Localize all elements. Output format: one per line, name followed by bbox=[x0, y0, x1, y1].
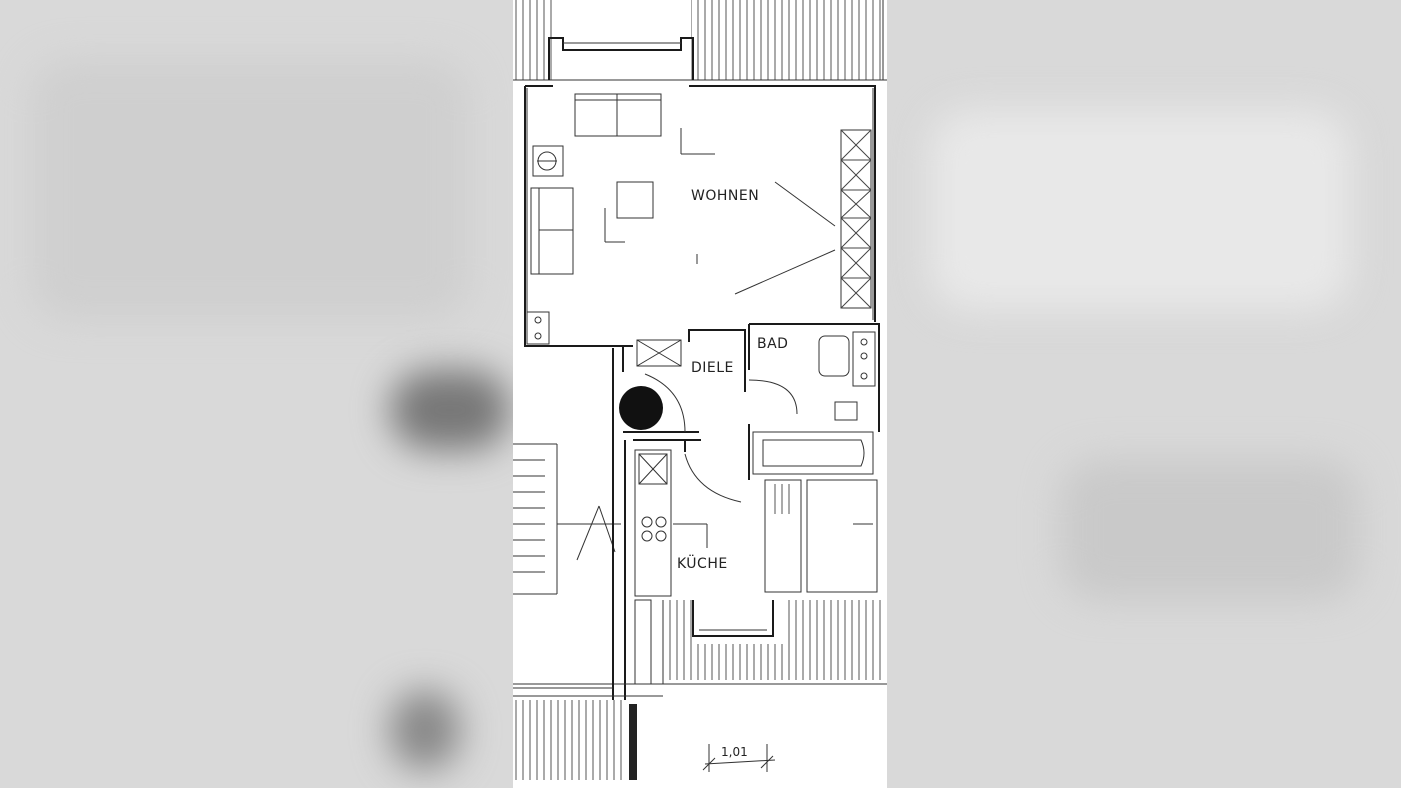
storage-niche-hatch bbox=[769, 484, 793, 514]
kitchen-bay-window bbox=[692, 600, 774, 637]
kitchen-walls bbox=[624, 439, 701, 700]
bottom-left-hatch bbox=[513, 700, 625, 780]
roof-hatch-bottom-right bbox=[783, 600, 883, 680]
dark-wall-segment bbox=[629, 704, 637, 780]
room-label-hall: DIELE bbox=[691, 360, 734, 376]
kitchen-counter bbox=[634, 449, 672, 597]
background-blur-dark-left bbox=[390, 370, 510, 450]
sofa bbox=[574, 93, 662, 137]
bath-door-swing bbox=[748, 379, 798, 415]
staircase bbox=[513, 443, 621, 595]
hall-walls bbox=[549, 329, 746, 433]
couch bbox=[530, 187, 574, 275]
hall-door-swing bbox=[644, 373, 686, 433]
living-room-walls bbox=[524, 85, 876, 347]
shaft bbox=[634, 599, 652, 685]
hall-cabinet bbox=[636, 339, 682, 367]
bath-washbasin-unit bbox=[852, 331, 876, 387]
bay-window-wall bbox=[548, 37, 694, 80]
roof-hatch-bottom-strip bbox=[693, 644, 783, 680]
roof-hatch-top-right bbox=[691, 0, 883, 80]
room-label-living: WOHNEN bbox=[691, 188, 759, 204]
bath-walls bbox=[748, 323, 880, 480]
room-label-bath: BAD bbox=[757, 336, 788, 352]
floor-plan-drawing: WOHNEN DIELE BAD bbox=[513, 0, 887, 780]
background-blur-right bbox=[930, 110, 1350, 310]
background-blur-bottom-left bbox=[390, 690, 460, 770]
roof-hatch-bottom-left bbox=[665, 600, 693, 680]
side-table bbox=[532, 145, 564, 177]
dimension-line bbox=[702, 744, 776, 772]
round-column bbox=[619, 386, 663, 430]
bath-toilet bbox=[818, 335, 850, 377]
coffee-table bbox=[616, 181, 654, 219]
floor-plan-sheet: WOHNEN DIELE BAD bbox=[513, 0, 887, 788]
storage-shelf bbox=[840, 129, 872, 309]
dimension-label: 1,01 bbox=[721, 745, 748, 759]
storage-niche-left bbox=[764, 479, 802, 593]
storage-niche-right bbox=[806, 479, 878, 593]
bathtub bbox=[752, 431, 874, 475]
kitchen-door-swing bbox=[684, 453, 742, 503]
background-blur-left bbox=[30, 60, 470, 320]
bath-sink bbox=[834, 401, 858, 421]
kitchen-sink-cabinet bbox=[638, 453, 668, 485]
radiator-left bbox=[526, 311, 550, 345]
room-label-kitchen: KÜCHE bbox=[677, 554, 728, 572]
kitchen-stove bbox=[641, 516, 667, 542]
background-blur-right-lower bbox=[1060, 460, 1360, 600]
